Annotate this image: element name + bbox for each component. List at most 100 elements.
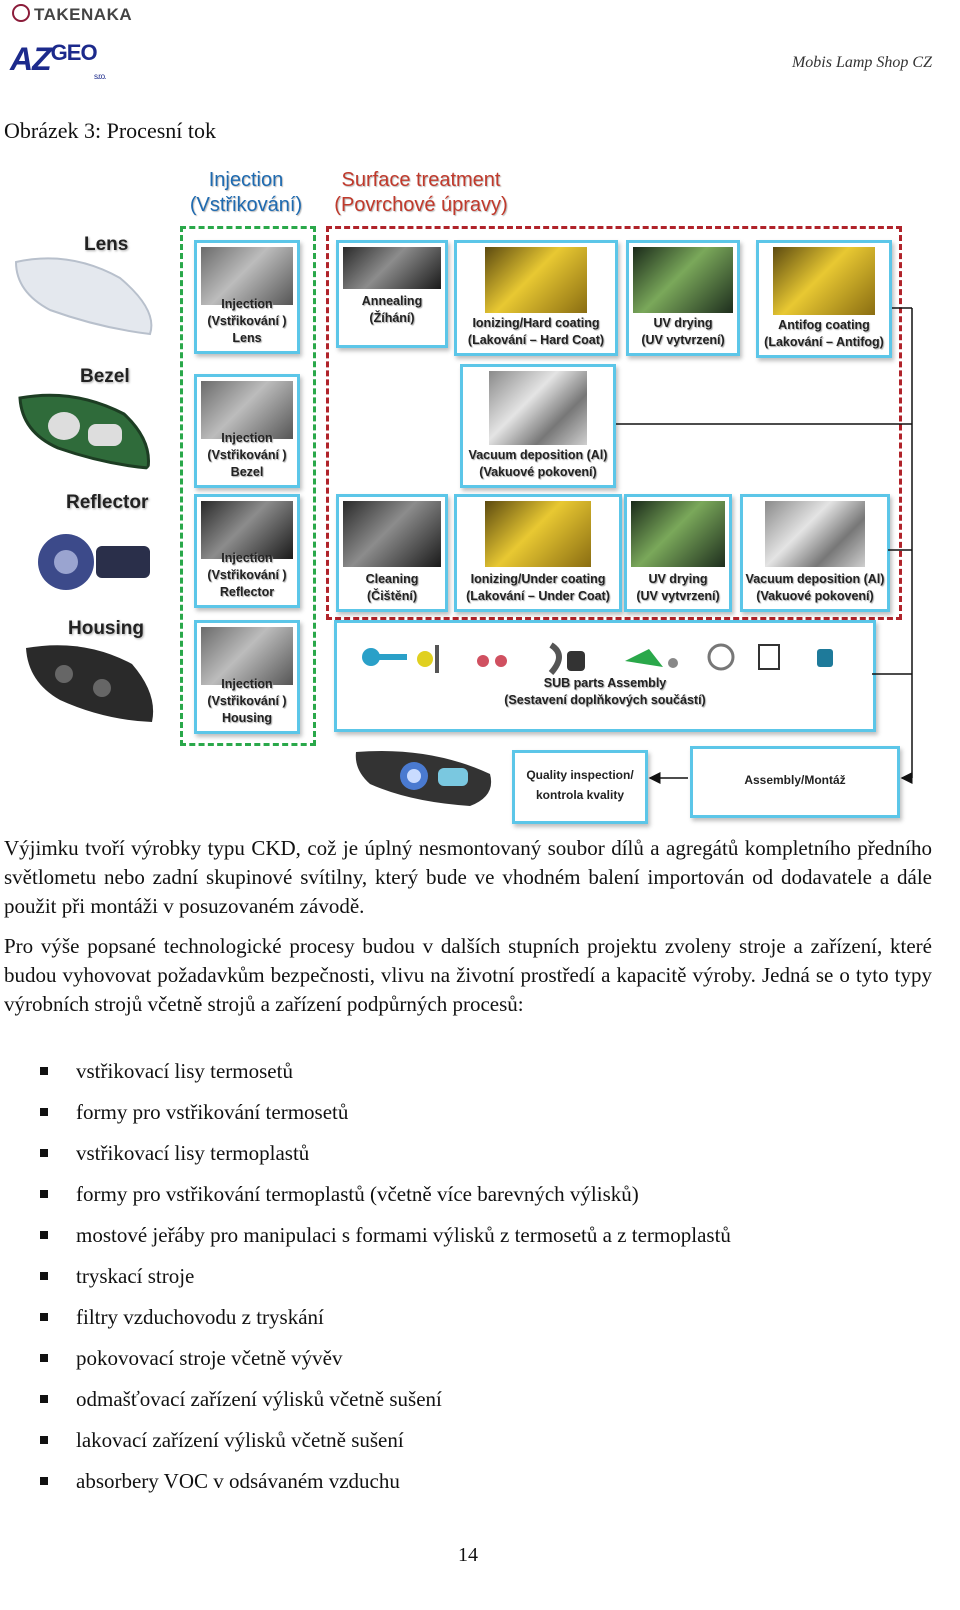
label-line: (Vstřikování ) [207,568,287,582]
surface-treatment-frame [326,226,902,620]
label-line: Injection [221,297,273,311]
azgeo-logo-sup: GEO [50,40,98,65]
injection-reflector-label: Injection (Vstřikování ) Reflector [197,550,297,601]
injection-bezel-label: Injection (Vstřikování ) Bezel [197,430,297,481]
injection-lens-box: Injection (Vstřikování ) Lens [194,240,300,354]
bezel-image [18,393,150,470]
label-line: (Sestavení doplňkových součástí) [504,693,706,707]
injection-reflector-photo [201,501,293,559]
vacuum-reflector-label: Vacuum deposition (Al) (Vakuové pokovení) [743,571,887,605]
injection-housing-label: Injection (Vstřikování ) Housing [197,676,297,727]
machinery-list: vstřikovací lisy termosetů formy pro vst… [40,1056,731,1507]
azgeo-logo-sub: s.r.o. [94,72,106,81]
label-line: Ionizing/Under coating [470,572,606,586]
ionizing-hard-coating-box: Ionizing/Hard coating (Lakování – Hard Co… [454,240,618,356]
list-item: tryskací stroje [40,1261,731,1302]
paragraph-machinery: Pro výše popsané technologické procesy b… [4,934,932,1016]
page-number: 14 [458,1544,478,1566]
label-line: Antifog coating [778,318,870,332]
cleaning-box: Cleaning(Čištění) [336,494,448,612]
antifog-photo [773,247,875,315]
cleaning-photo [343,501,441,567]
injection-heading-en: Injection [208,169,284,191]
list-item: vstřikovací lisy termosetů [40,1056,731,1097]
uv-drying-lens-label: UV drying (UV vytvrzení) [629,315,737,349]
surface-column-heading: Surface treatment (Povrchové úpravy) [326,168,516,218]
vacuum-deposition-bezel-box: Vacuum deposition (Al) (Vakuové pokovení) [460,364,616,488]
quality-label: Quality inspection/kontrola kvality [515,765,645,805]
label-line: Reflector [219,585,275,599]
antifog-label: Antifog coating (Lakování – Antifog) [759,317,889,351]
uv-drying-lens-photo [633,247,733,313]
label-line: kontrola kvality [535,788,625,802]
injection-bezel-photo [201,381,293,439]
takenaka-logo-text: TAKENAKA [34,5,133,24]
list-item: pokovovací stroje včetně vývěv [40,1343,731,1384]
ionizing-under-photo [485,501,591,567]
azgeo-logo-main: AZ [10,41,52,77]
sub-parts-icons [362,642,833,675]
label-line: Vacuum deposition (Al) [468,448,608,462]
label-line: (Vstřikování ) [207,448,287,462]
figure-caption: Obrázek 3: Procesní tok [4,118,216,143]
label-line: UV drying [648,572,708,586]
part-label-reflector: Reflector [66,492,149,513]
vacuum-bezel-photo [489,371,587,445]
label-line: Annealing [361,294,423,308]
list-item: lakovací zařízení výlisků včetně sušení [40,1425,731,1466]
list-item: vstřikovací lisy termoplastů [40,1138,731,1179]
label-line: (Lakování – Under Coat) [466,589,610,603]
ionizing-hard-photo [485,247,587,313]
flow-arrows [616,307,913,784]
label-line: Injection [221,431,273,445]
housing-image [26,645,154,722]
sub-parts-assembly-box: SUB parts Assembly (Sestavení doplňkových… [334,620,876,732]
list-item: odmašťovací zařízení výlisků včetně suše… [40,1384,731,1425]
injection-reflector-box: Injection (Vstřikování ) Reflector [194,494,300,608]
label-line: Ionizing/Hard coating [472,316,600,330]
label-line: (Vakuové pokovení) [479,465,597,479]
part-label-bezel: Bezel [80,366,130,387]
label-line: (Vakuové pokovení) [756,589,874,603]
takenaka-logo: TAKENAKA [12,4,132,25]
label-line: Injection [221,677,273,691]
uv-drying-lens-box: UV drying (UV vytvrzení) [626,240,740,356]
label-line: SUB parts Assembly [543,676,667,690]
sub-parts-label: SUB parts Assembly (Sestavení doplňkových… [337,675,873,709]
annealing-label: Annealing(Žíhání) [339,293,445,327]
part-label-lens: Lens [84,234,129,255]
label-line: Vacuum deposition (Al) [745,572,885,586]
injection-housing-box: Injection (Vstřikování ) Housing [194,620,300,734]
injection-lens-label: Injection (Vstřikování ) Lens [197,296,297,347]
list-item: absorbery VOC v odsávaném vzduchu [40,1466,731,1507]
reflector-image [38,534,150,590]
label-line: Injection [221,551,273,565]
list-item: formy pro vstřikování termosetů [40,1097,731,1138]
assembly-label: Assembly/Montáž [744,773,846,787]
list-item: formy pro vstřikování termoplastů (včetn… [40,1179,731,1220]
label-line: Cleaning [365,572,419,586]
assembly-box: Assembly/Montáž [690,746,900,818]
label-line: UV drying [653,316,713,330]
azgeo-logo: AZGEO s.r.o. [10,40,106,81]
list-item: mostové jeřáby pro manipulaci s formami … [40,1220,731,1261]
label-line: (Lakování – Hard Coat) [467,333,605,347]
injection-bezel-box: Injection (Vstřikování ) Bezel [194,374,300,488]
paragraph-ckd: Výjimku tvoří výrobky typu CKD, což je ú… [4,836,932,918]
process-flow-diagram: Injection (Vstřikování) Surface treatmen… [4,158,930,824]
surface-heading-en: Surface treatment [341,169,501,191]
label-line: (Lakování – Antifog) [764,335,884,349]
vacuum-reflector-photo [765,501,865,567]
label-line: Bezel [230,465,264,479]
label-line: (Vstřikování ) [207,314,287,328]
label-line: (UV vytvrzení) [636,589,720,603]
quality-inspection-box: Quality inspection/kontrola kvality [512,750,648,824]
ionizing-hard-label: Ionizing/Hard coating (Lakování – Hard Co… [457,315,615,349]
injection-housing-photo [201,627,293,685]
label-line: (UV vytvrzení) [641,333,725,347]
label-line: (Vstřikování ) [207,694,287,708]
label-line: Lens [232,331,262,345]
label-line: Housing [222,711,272,725]
injection-group-frame [180,226,316,746]
injection-heading-cz: (Vstřikování) [189,194,303,216]
